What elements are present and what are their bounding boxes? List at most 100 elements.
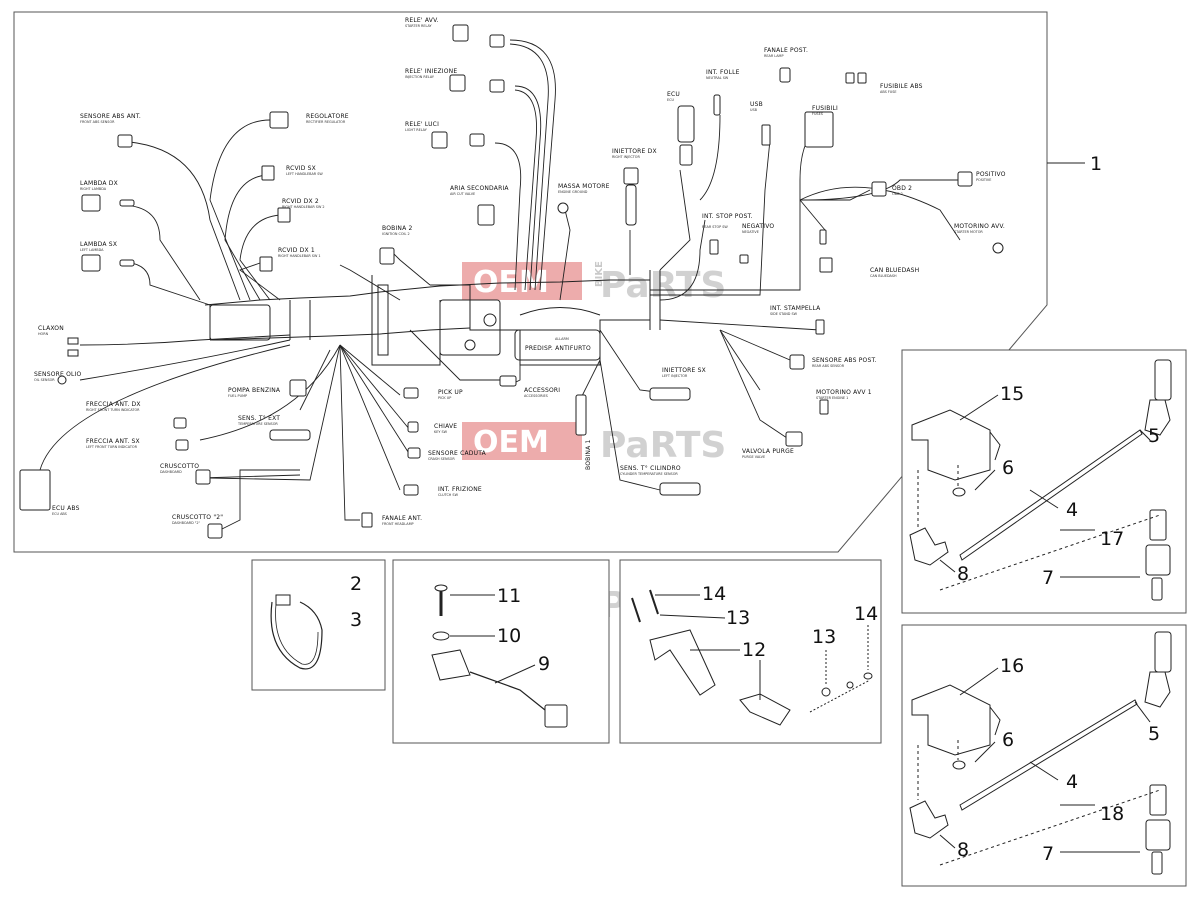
regulator-connector <box>269 111 289 129</box>
label-motorino-avv-pos: MOTORINO AVV. <box>954 223 1005 230</box>
label-obd2: OBD 2 <box>892 185 912 192</box>
svg-text:ENGINE GROUND: ENGINE GROUND <box>558 190 588 194</box>
svg-text:DASHBOARD: DASHBOARD <box>160 470 182 474</box>
callout-number: 7 <box>1042 843 1054 865</box>
label-fanale-post: FANALE POST. <box>764 47 808 54</box>
light-relay-connector <box>431 131 448 149</box>
label-cruscotto: CRUSCOTTO <box>160 463 199 470</box>
svg-text:LEFT FRONT TURN INDICATOR: LEFT FRONT TURN INDICATOR <box>86 445 138 449</box>
callout-number: 13 <box>812 626 836 648</box>
callout-number: 8 <box>957 839 969 861</box>
label-ecu-abs: ECU ABS <box>52 505 80 512</box>
label-rele-iniezione: RELE' INIEZIONE <box>405 68 457 75</box>
harness-wires <box>39 39 961 531</box>
ecu-abs-connector <box>19 469 51 511</box>
svg-text:FUSES: FUSES <box>812 112 823 116</box>
label-lambda-sx: LAMBDA SX <box>80 241 117 248</box>
ecu-connector <box>677 105 695 143</box>
front-headlamp-connector <box>361 512 373 528</box>
callout-number: 9 <box>538 653 550 675</box>
svg-text:USB: USB <box>750 108 758 112</box>
label-sensore-abs-post: SENSORE ABS POST. <box>812 357 877 364</box>
label-cruscotto-2: CRUSCOTTO "2" <box>172 514 223 521</box>
oil-sensor-ring <box>57 375 67 385</box>
label-fusibili: FUSIBILI <box>812 105 838 112</box>
svg-text:ALLARM: ALLARM <box>555 337 569 341</box>
left-injector <box>649 387 691 401</box>
svg-text:LEFT INJECTOR: LEFT INJECTOR <box>662 374 688 378</box>
label-rele-avv: RELE' AVV. <box>405 17 439 24</box>
right-injector-connector <box>623 167 639 185</box>
svg-text:TEMPERATURE SENSOR: TEMPERATURE SENSOR <box>237 422 278 426</box>
label-freccia-ant-dx: FRECCIA ANT. DX <box>86 401 141 408</box>
label-sens-t-cilindro: SENS. T° CILINDRO <box>620 465 681 472</box>
callout-number: 11 <box>497 585 521 607</box>
label-pick-up: PICK UP <box>438 389 463 396</box>
svg-text:ABS FUSE: ABS FUSE <box>880 90 897 94</box>
callout-number: 5 <box>1148 425 1160 447</box>
watermark-middle: OEM PaRTS <box>462 422 726 466</box>
watermark-top: OEM BIKE PaRTS <box>462 261 726 306</box>
panel-coil-b: 16 6 4 5 18 8 7 <box>901 624 1187 887</box>
label-claxon: CLAXON <box>38 325 64 332</box>
svg-text:STARTER MOTOR: STARTER MOTOR <box>954 230 983 234</box>
label-pompa-benzina: POMPA BENZINA <box>228 387 281 394</box>
neutral-switch-connector <box>713 94 721 116</box>
crash-sensor-connector <box>407 447 421 459</box>
callout-number: 14 <box>854 603 878 625</box>
rear-stop-switch <box>709 239 719 255</box>
callout-number: 16 <box>1000 655 1024 677</box>
svg-text:RIGHT HANDLEBAR SW 1: RIGHT HANDLEBAR SW 1 <box>278 254 321 258</box>
svg-text:ECU ABS: ECU ABS <box>52 512 67 516</box>
horn-connector <box>67 349 79 357</box>
label-iniettore-sx: INIETTORE SX <box>662 367 706 374</box>
callout-number: 4 <box>1066 771 1078 793</box>
svg-text:RECTIFIER REGULATOR: RECTIFIER REGULATOR <box>306 120 346 124</box>
label-regolatore: REGOLATORE <box>306 113 349 120</box>
component-labels: RELE' AVV. STARTER RELAY RELE' INIEZIONE… <box>34 17 1006 526</box>
svg-text:RIGHT HANDLEBAR SW 2: RIGHT HANDLEBAR SW 2 <box>282 205 325 209</box>
svg-text:REAR STOP SW: REAR STOP SW <box>702 225 728 229</box>
negative-terminal <box>739 254 749 264</box>
temperature-sensor <box>269 429 311 441</box>
label-aria-secondaria: ARIA SECONDARIA <box>450 185 509 192</box>
injection-relay-connector <box>449 74 466 92</box>
fuse-box <box>804 111 834 148</box>
svg-text:ACCESSORIES: ACCESSORIES <box>524 394 548 398</box>
watermark-bike: BIKE <box>594 261 605 287</box>
label-negativo: NEGATIVO <box>742 223 774 230</box>
label-massa-motore: MASSA MOTORE <box>558 183 610 190</box>
ignition-coil-1-connector <box>575 394 587 436</box>
obd2-connector <box>871 181 887 197</box>
svg-text:AIR CUT VALVE: AIR CUT VALVE <box>450 192 475 196</box>
callout-number: 6 <box>1002 729 1014 751</box>
callout-number: 7 <box>1042 567 1054 589</box>
svg-text:INJECTION RELAY: INJECTION RELAY <box>405 75 435 79</box>
rear-abs-sensor-connector <box>789 354 805 370</box>
side-stand-switch <box>815 319 825 335</box>
svg-text:REAR ABS SENSOR: REAR ABS SENSOR <box>812 364 845 368</box>
connector-glyphs <box>19 24 1004 539</box>
starter-motor-ring <box>992 242 1004 254</box>
label-int-stampella: INT. STAMPELLA <box>770 305 821 312</box>
callout-number: 3 <box>350 609 362 631</box>
label-predisp-antifurto: PREDISP. ANTIFURTO <box>525 345 591 352</box>
svg-text:OIL SENSOR: OIL SENSOR <box>34 378 55 382</box>
label-lambda-dx: LAMBDA DX <box>80 180 118 187</box>
label-sens-t-ext: SENS. T° EXT <box>238 415 280 422</box>
svg-text:PICK UP: PICK UP <box>438 396 451 400</box>
panel-sensor: 11 10 9 <box>392 559 610 744</box>
svg-text:PURGE VALVE: PURGE VALVE <box>742 455 765 459</box>
label-bobina-2: BOBINA 2 <box>382 225 413 232</box>
watermark-parts: PaRTS <box>600 265 726 306</box>
svg-text:POSITIVE: POSITIVE <box>976 178 991 182</box>
svg-text:STARTER RELAY: STARTER RELAY <box>405 24 433 28</box>
svg-text:CAN BLUEDASH: CAN BLUEDASH <box>870 274 897 278</box>
callout-number: 12 <box>742 639 766 661</box>
svg-text:IGNITION COIL 2: IGNITION COIL 2 <box>382 232 410 236</box>
callout-number: 15 <box>1000 383 1024 405</box>
label-accessori: ACCESSORI <box>524 387 560 394</box>
purge-valve-connector <box>785 431 803 447</box>
usb-connector <box>761 124 771 146</box>
